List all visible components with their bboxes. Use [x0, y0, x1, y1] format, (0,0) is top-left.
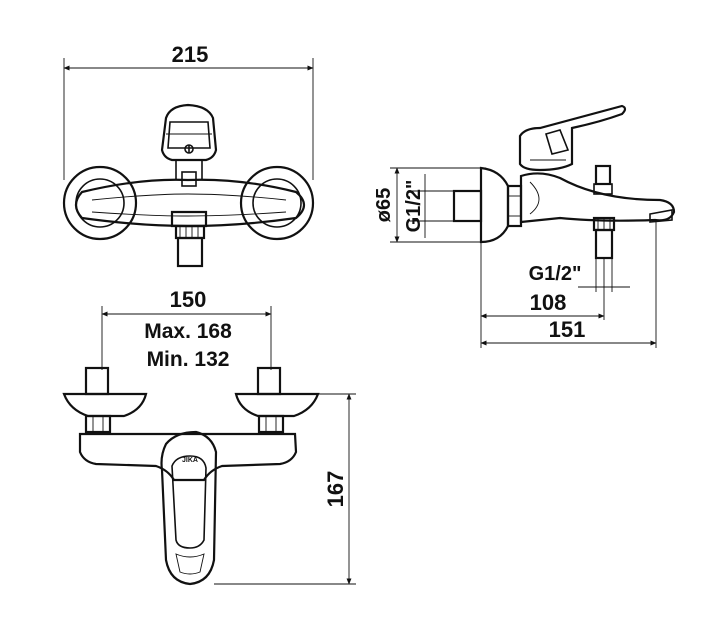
height-label: 167: [323, 471, 348, 508]
inlet-thread-label: G1/2": [403, 180, 425, 233]
total-depth-label: 151: [549, 317, 586, 342]
diameter-label: ø65: [373, 188, 395, 222]
brand-logo: JIKA: [182, 457, 198, 464]
min-spacing-label: Min. 132: [147, 348, 230, 371]
outlet-thread-label: G1/2": [529, 263, 582, 285]
front-view: 150 Max. 168 Min. 132 JIKA 167: [62, 287, 356, 586]
top-view: 215: [62, 42, 315, 268]
inlet-spacing-label: 150: [170, 287, 207, 312]
top-width-label: 215: [172, 42, 209, 67]
outlet-depth-label: 108: [530, 290, 567, 315]
max-spacing-label: Max. 168: [144, 320, 232, 343]
side-view: ø65 G1/2" G1/2": [373, 104, 676, 348]
